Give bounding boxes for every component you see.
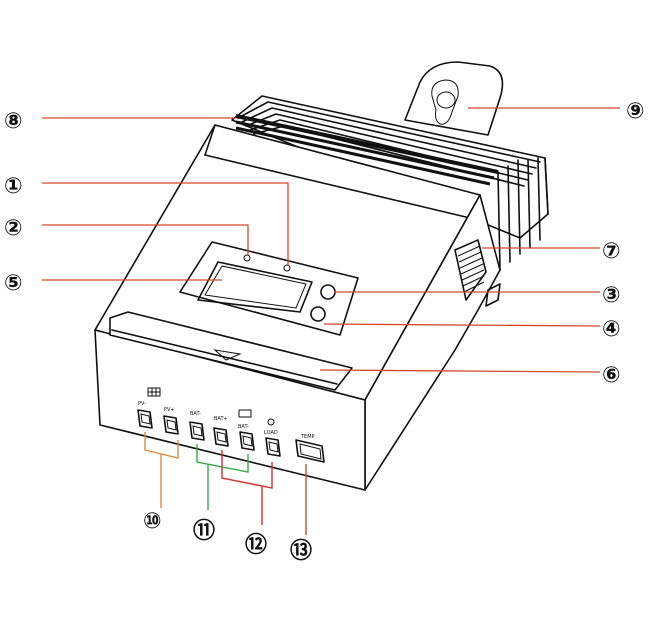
terminal-bat-pos[interactable]	[213, 427, 229, 447]
port-label-5: BAT-	[238, 424, 249, 430]
leader-lines	[42, 107, 620, 373]
leader-1	[42, 182, 289, 266]
led-indicator-2	[243, 254, 251, 262]
group-line-10	[144, 432, 179, 508]
side-vent	[454, 239, 487, 301]
callout-2: ②	[4, 216, 23, 241]
button-4[interactable]	[310, 306, 326, 322]
leader-4	[323, 323, 601, 327]
leader-2	[42, 224, 249, 255]
port-label-2: PV+	[164, 407, 175, 413]
port-label-1: PV-	[138, 401, 146, 407]
down-arrow-icon	[213, 349, 242, 361]
group-line-12	[221, 450, 273, 525]
callout-10: ⑩	[143, 509, 162, 534]
port-label-4: BAT+	[214, 416, 228, 422]
terminal-bat-neg[interactable]	[189, 421, 205, 441]
callout-7: ⑦	[602, 239, 621, 264]
battery-icon	[238, 409, 252, 418]
terminal-cover	[109, 311, 353, 391]
callout-8: ⑧	[4, 109, 23, 134]
lightbulb-icon	[267, 418, 275, 426]
callouts: ⑧ ① ② ⑤ ⑨ ⑦ ③ ④ ⑥ ⑩ ⑪ ⑫ ⑬	[4, 99, 645, 564]
callout-12: ⑫	[245, 532, 267, 558]
terminal-load-pos[interactable]	[265, 437, 281, 457]
port-label-7: TEMP	[300, 434, 315, 440]
port-label-3: BAT-	[190, 411, 201, 417]
callout-6: ⑥	[602, 363, 621, 388]
temp-sensor-port[interactable]	[295, 439, 325, 463]
callout-11: ⑪	[193, 518, 215, 544]
port-label-6: LOAD	[264, 430, 278, 436]
led-indicator-1	[283, 264, 291, 272]
callout-4: ④	[602, 317, 621, 342]
terminal-pv-pos[interactable]	[163, 415, 179, 435]
callout-13: ⑬	[290, 538, 312, 564]
callout-1: ①	[4, 174, 23, 199]
callout-9: ⑨	[626, 99, 645, 124]
callout-5: ⑤	[4, 271, 23, 296]
leader-6	[319, 369, 601, 373]
terminal-ports: PV- PV+ BAT- BAT+ BAT- LOAD TEMP	[137, 387, 325, 463]
lid-edge	[204, 154, 471, 219]
terminal-pv-neg[interactable]	[137, 409, 153, 429]
terminal-load-neg[interactable]	[239, 431, 255, 451]
mounting-bracket	[404, 61, 504, 136]
display-panel	[179, 241, 359, 336]
callout-3: ③	[602, 283, 621, 308]
